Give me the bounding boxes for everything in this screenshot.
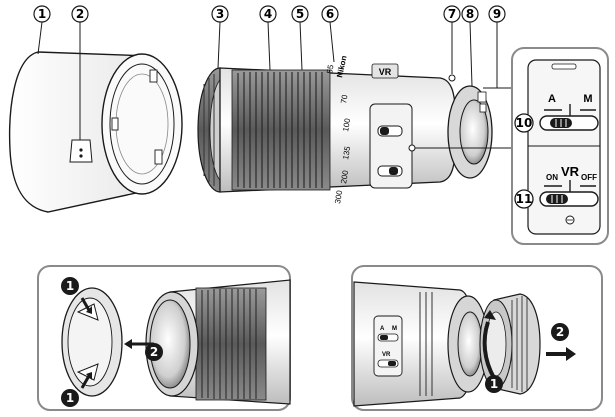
cap-step-1-top: 1: [61, 277, 79, 295]
lens-hood: [8, 51, 183, 213]
rear-cap-panel: A M VR 1 2: [351, 265, 603, 411]
svg-text:3: 3: [216, 7, 224, 21]
focus-switch-m: M: [583, 93, 592, 105]
zoom-scale: 55 70 100 135 200 300: [325, 63, 352, 204]
callout-3: 3: [211, 5, 229, 23]
rear-lens-cap: [479, 293, 541, 395]
switch-detail-panel: A M ON VR OFF 10: [511, 47, 609, 245]
svg-text:1: 1: [490, 377, 498, 391]
svg-text:2: 2: [556, 325, 564, 339]
svg-text:11: 11: [516, 192, 533, 206]
lens-body: VR Nikon 55 70 100 135 200 300: [197, 55, 512, 204]
callout-10: 10: [514, 113, 534, 133]
svg-text:9: 9: [493, 7, 501, 21]
zoom-mark: 100: [341, 117, 352, 132]
callout-8: 8: [461, 5, 479, 23]
svg-text:7: 7: [448, 7, 456, 21]
callout-7: 7: [443, 5, 461, 23]
rear-step-1: 1: [485, 375, 503, 393]
callout-4: 4: [259, 5, 277, 23]
svg-text:2: 2: [150, 345, 158, 359]
vr-badge: VR: [379, 67, 392, 77]
callout-6: 6: [321, 5, 339, 23]
mini-switch-vr: VR: [382, 352, 391, 358]
focus-switch-a: A: [548, 93, 556, 105]
callout-1: 1: [33, 5, 51, 23]
svg-text:1: 1: [38, 7, 46, 21]
zoom-mark: 70: [339, 93, 350, 104]
zoom-ring: [231, 69, 331, 191]
svg-text:4: 4: [264, 7, 272, 21]
zoom-mark: 200: [339, 169, 350, 184]
mini-switch-a: A: [380, 326, 385, 332]
callout-2: 2: [71, 5, 89, 23]
vr-switch-on: ON: [546, 173, 558, 182]
cap-step-1-bottom: 1: [61, 389, 79, 407]
callout-9: 9: [488, 5, 506, 23]
cap-step-2: 2: [145, 343, 163, 361]
front-cap-panel: 1 2 1: [37, 265, 291, 411]
svg-text:1: 1: [66, 391, 74, 405]
mini-switch-m: M: [392, 326, 397, 332]
zoom-mark: 300: [333, 189, 344, 204]
callout-leaders: [37, 21, 511, 140]
callouts: 1 2 3 4 5 6 7 8 9: [33, 5, 506, 23]
callout-5: 5: [291, 5, 309, 23]
svg-text:1: 1: [66, 279, 74, 293]
zoom-mark: 135: [341, 145, 352, 160]
callout-11: 11: [514, 189, 534, 209]
focus-mode-switch[interactable]: A M: [539, 93, 599, 131]
front-lens-cap: [61, 287, 123, 397]
svg-text:10: 10: [516, 116, 533, 130]
rear-step-2: 2: [551, 323, 569, 341]
svg-text:6: 6: [326, 7, 334, 21]
vr-switch-off: OFF: [581, 173, 597, 182]
vr-switch-label: VR: [561, 164, 580, 179]
vr-switch[interactable]: ON VR OFF: [539, 164, 599, 225]
svg-text:8: 8: [466, 7, 474, 21]
svg-text:2: 2: [76, 7, 84, 21]
svg-text:5: 5: [296, 7, 304, 21]
zoom-mark: 55: [325, 63, 336, 74]
